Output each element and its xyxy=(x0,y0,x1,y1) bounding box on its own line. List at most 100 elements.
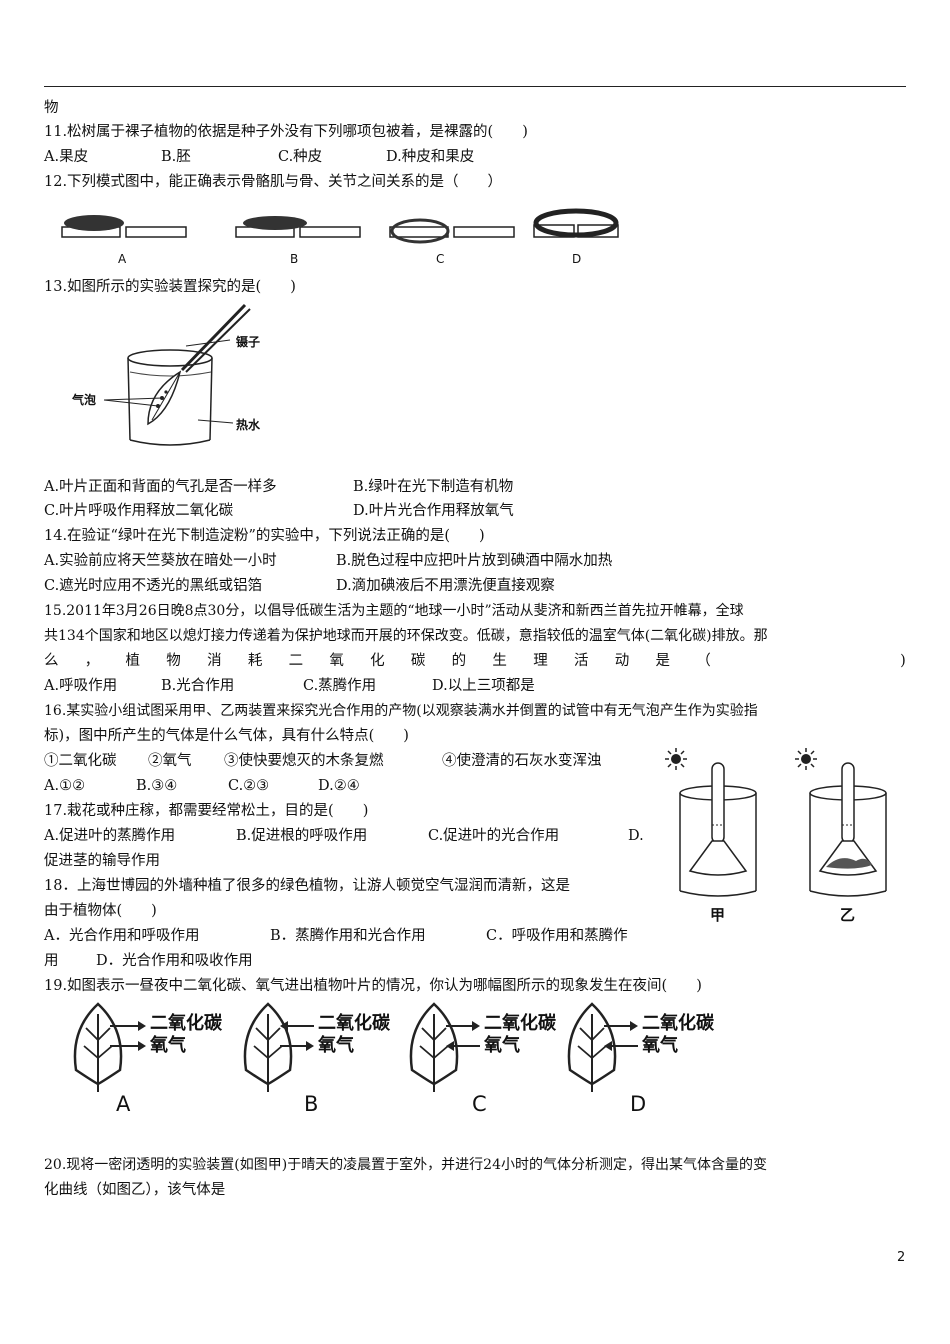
q15-line-3-char: 二 xyxy=(288,653,304,669)
muscle-diagram-c xyxy=(389,218,515,244)
q20-line-1: 20.现将一密闭透明的实验装置(如图甲)于晴天的凌晨置于室外，并进行24小时的气… xyxy=(44,1157,767,1173)
q19-b-o2-label: 氧气 xyxy=(318,1035,354,1056)
q15-line-3-char: ) xyxy=(900,653,906,669)
q15-option-d: D.以上三项都是 xyxy=(432,678,535,694)
q15-line-3: 么，植物消耗二氧化碳的生理活动是（ ) xyxy=(44,651,906,671)
q15-line-3-char: 植 xyxy=(125,653,141,669)
q17-option-b: B.促进根的呼吸作用 xyxy=(236,828,368,844)
q15-line-3-char: 的 xyxy=(451,653,467,669)
q13-stem: 13.如图所示的实验装置探究的是( ) xyxy=(44,279,296,295)
header-rule xyxy=(44,86,906,87)
q15-line-3-char: （ xyxy=(696,653,711,669)
q15-line-3-char xyxy=(778,651,793,671)
q19-d-o2-label: 氧气 xyxy=(642,1035,678,1056)
q14-option-c: C.遮光时应用不透光的黑纸或铝箔 xyxy=(44,578,263,594)
q15-line-3-char xyxy=(737,651,752,671)
q13-label-bubbles: 气泡 xyxy=(72,393,97,407)
q15-line-3-char xyxy=(819,651,834,671)
q11-option-c: C.种皮 xyxy=(278,149,323,165)
q16-line-2: 标)，图中所产生的气体是什么气体，具有什么特点( ) xyxy=(44,728,409,744)
sun-icon-left xyxy=(665,748,687,770)
q12-label-d: D xyxy=(572,252,582,266)
q15-option-a: A.呼吸作用 xyxy=(44,678,118,694)
q15-line-3-char: ， xyxy=(84,653,100,669)
q16-label-yi: 乙 xyxy=(840,906,856,924)
q16-choice-1: ①二氧化碳 xyxy=(44,753,117,769)
q15-line-1: 15.2011年3月26日晚8点30分，以倡导低碳生活为主题的“地球一小时”活动… xyxy=(44,603,744,619)
q19-b-co2-label: 二氧化碳 xyxy=(318,1013,390,1034)
q18-option-c-tail: 用 xyxy=(44,953,59,969)
q19-c-co2-label: 二氧化碳 xyxy=(484,1013,556,1034)
q18-line-2: 由于植物体( ) xyxy=(44,903,157,919)
q12-label-c: C xyxy=(436,252,445,266)
q20-line-2: 化曲线（如图乙），该气体是 xyxy=(44,1182,226,1198)
q15-line-3-char: 么 xyxy=(44,653,59,669)
q18-option-d: D．光合作用和吸收作用 xyxy=(96,953,253,969)
q13-option-c: C.叶片呼吸作用释放二氧化碳 xyxy=(44,503,234,519)
apparatus-yi xyxy=(809,762,887,897)
q17-option-d: 促进茎的输导作用 xyxy=(44,853,160,869)
q15-line-3-char: 耗 xyxy=(247,653,263,669)
q19-label-d: D xyxy=(630,1092,647,1116)
q16-option-b: B.③④ xyxy=(136,778,178,794)
q16-choice-2: ②氧气 xyxy=(148,753,192,769)
q16-option-d: D.②④ xyxy=(318,778,360,794)
sun-icon-right xyxy=(795,748,817,770)
q15-line-3-char: 化 xyxy=(370,653,385,669)
q11-option-a: A.果皮 xyxy=(44,149,89,165)
q15-line-3-char: 氧 xyxy=(329,653,344,669)
q18-option-b: B．蒸腾作用和光合作用 xyxy=(270,928,426,944)
q19-a-o2-label: 氧气 xyxy=(150,1035,186,1056)
leaf-diagram-a xyxy=(73,1002,146,1092)
q16-line-1: 16.某实验小组试图采用甲、乙两装置来探究光合作用的产物(以观察装满水并倒置的试… xyxy=(44,703,758,719)
q19-a-co2-label: 二氧化碳 xyxy=(150,1013,222,1034)
page-number: 2 xyxy=(897,1250,906,1265)
apparatus-jia xyxy=(679,762,757,897)
q15-line-3-char: 理 xyxy=(533,653,548,669)
q15-line-3-char: 是 xyxy=(655,653,670,669)
leaf-diagram-d xyxy=(567,1002,638,1092)
q19-label-b: B xyxy=(304,1092,319,1116)
muscle-diagram-b xyxy=(235,216,361,238)
q16-figure: 甲 乙 xyxy=(660,745,900,935)
q13-label-hot-water: 热水 xyxy=(236,418,261,432)
q18-option-c: C．呼吸作用和蒸腾作 xyxy=(486,928,628,944)
q15-line-3-char: 物 xyxy=(166,653,181,669)
q12-stem: 12.下列模式图中，能正确表示骨骼肌与骨、关节之间关系的是（ ） xyxy=(44,174,503,190)
q15-option-b: B.光合作用 xyxy=(161,678,235,694)
muscle-diagram-d xyxy=(533,208,619,238)
q12-label-b: B xyxy=(290,252,299,266)
q19-figure: 二氧化碳 氧气 二氧化碳 氧气 二氧化碳 氧气 二氧化碳 氧气 A B C D xyxy=(70,1000,750,1120)
q17-stem: 17.栽花或种庄稼，都需要经常松土，目的是( ) xyxy=(44,803,369,819)
q15-line-3-char: 消 xyxy=(207,653,222,669)
q13-option-d: D.叶片光合作用释放氧气 xyxy=(353,503,514,519)
q17-option-c: C.促进叶的光合作用 xyxy=(428,828,560,844)
q16-choice-4: ④使澄清的石灰水变浑浊 xyxy=(442,753,602,769)
q11-option-d: D.种皮和果皮 xyxy=(386,149,475,165)
q16-option-c: C.②③ xyxy=(228,778,270,794)
q15-line-3-char: 活 xyxy=(573,653,589,669)
q15-line-3-char xyxy=(859,651,874,671)
q17-option-d-prefix: D. xyxy=(628,828,644,844)
q18-line-1: 18．上海世博园的外墙种植了很多的绿色植物，让游人顿觉空气湿润而清新，这是 xyxy=(44,878,570,894)
q16-option-a: A.①② xyxy=(44,778,86,794)
q13-option-b: B.绿叶在光下制造有机物 xyxy=(353,479,514,495)
q11-stem: 11.松树属于裸子植物的依据是种子外没有下列哪项包被着，是裸露的( ) xyxy=(44,124,528,140)
q19-d-co2-label: 二氧化碳 xyxy=(642,1013,714,1034)
q14-option-d: D.滴加碘液后不用漂洗便直接观察 xyxy=(336,578,555,594)
q19-c-o2-label: 氧气 xyxy=(484,1035,520,1056)
q19-label-a: A xyxy=(116,1092,131,1116)
q16-choice-3: ③使快要熄灭的木条复燃 xyxy=(224,753,384,769)
q15-line-3-char: 碳 xyxy=(410,653,426,669)
q15-line-3-char: 生 xyxy=(492,653,507,669)
q14-option-a: A.实验前应将天竺葵放在暗处一小时 xyxy=(44,553,277,569)
q13-label-tweezers: 镊子 xyxy=(236,335,261,349)
q16-label-jia: 甲 xyxy=(710,906,726,924)
q15-option-c: C.蒸腾作用 xyxy=(303,678,377,694)
q14-stem: 14.在验证“绿叶在光下制造淀粉”的实验中，下列说法正确的是( ) xyxy=(44,528,485,544)
q13-option-a: A.叶片正面和背面的气孔是否一样多 xyxy=(44,479,277,495)
q18-option-a: A．光合作用和呼吸作用 xyxy=(44,928,200,944)
q11-option-b: B.胚 xyxy=(161,149,191,165)
continued-text: 物 xyxy=(44,100,59,116)
q12-figure: A B C D xyxy=(60,205,620,266)
